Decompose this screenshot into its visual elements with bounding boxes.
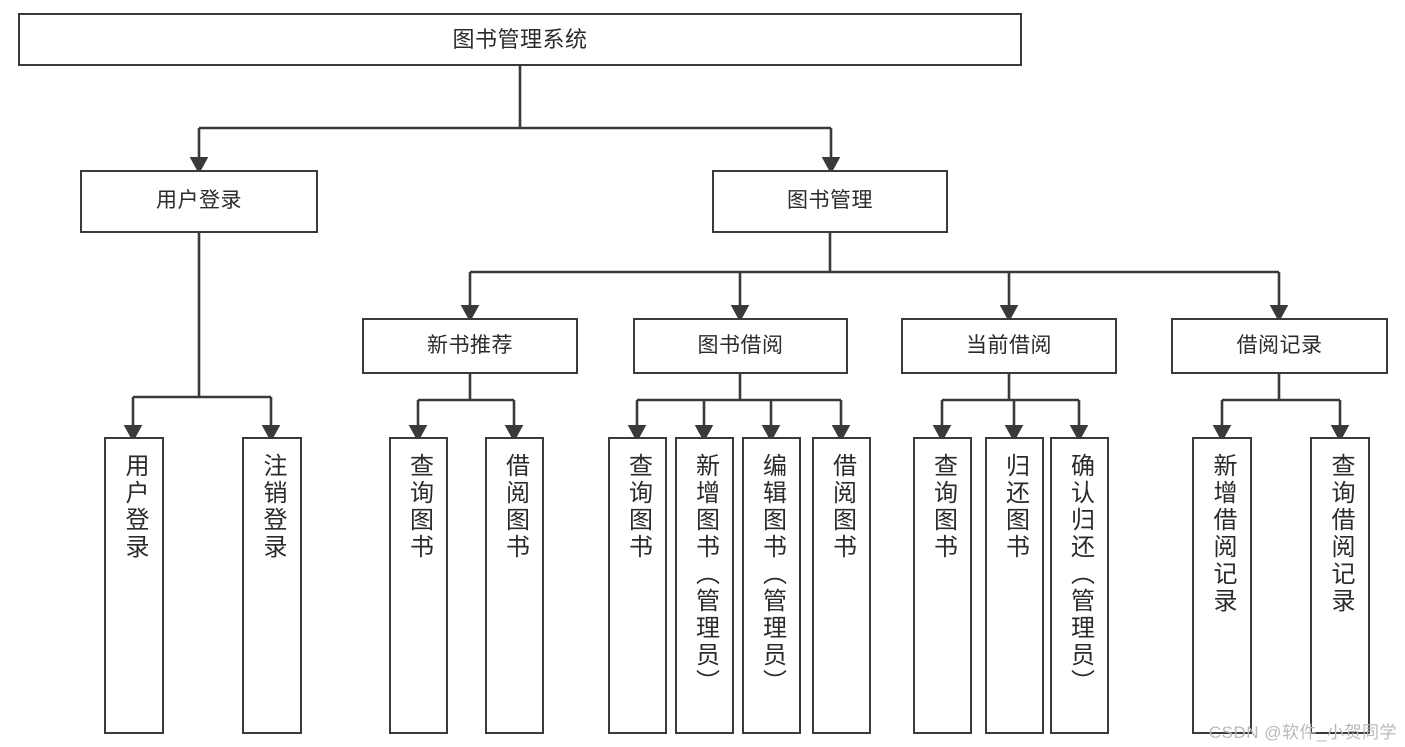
node-label: 归还图书 [1001, 453, 1029, 561]
leaf-add-book-admin[interactable]: 新增图书（管理员） [675, 437, 734, 734]
node-label: 图书借阅 [697, 333, 784, 357]
leaf-edit-book-admin[interactable]: 编辑图书（管理员） [742, 437, 801, 734]
leaf-add-borrow-record[interactable]: 新增借阅记录 [1192, 437, 1252, 734]
csdn-watermark: CSDN @软件_小贺同学 [1208, 723, 1397, 742]
node-label: 新书推荐 [427, 333, 513, 357]
node-label: 查询图书 [405, 453, 433, 561]
node-label: 图书管理系统 [452, 26, 588, 52]
node-label: 借阅记录 [1236, 333, 1323, 357]
node-label: 当前借阅 [966, 333, 1052, 357]
leaf-query-borrow-record[interactable]: 查询借阅记录 [1310, 437, 1370, 734]
node-label: 查询图书 [929, 453, 957, 561]
node-label: 用户登录 [121, 453, 148, 561]
leaf-query-book-borrow[interactable]: 查询图书 [608, 437, 667, 734]
leaf-borrow-book[interactable]: 借阅图书 [812, 437, 871, 734]
node-book-management[interactable]: 图书管理 [712, 170, 948, 233]
node-label: 借阅图书 [828, 453, 856, 561]
leaf-return-book[interactable]: 归还图书 [985, 437, 1044, 734]
node-label: 查询图书 [624, 453, 652, 561]
leaf-query-book-recommend[interactable]: 查询图书 [389, 437, 448, 734]
leaf-borrow-book-recommend[interactable]: 借阅图书 [485, 437, 544, 734]
node-label: 新增图书（管理员） [691, 453, 719, 696]
node-label: 确认归还（管理员） [1066, 453, 1094, 696]
node-label: 新增借阅记录 [1209, 453, 1236, 615]
leaf-confirm-return-admin[interactable]: 确认归还（管理员） [1050, 437, 1109, 734]
node-borrow-record[interactable]: 借阅记录 [1171, 318, 1388, 374]
node-label: 借阅图书 [501, 453, 529, 561]
node-user-login[interactable]: 用户登录 [80, 170, 318, 233]
node-root-system[interactable]: 图书管理系统 [18, 13, 1022, 66]
node-label: 图书管理 [787, 189, 873, 213]
node-book-borrow[interactable]: 图书借阅 [633, 318, 848, 374]
node-current-borrow[interactable]: 当前借阅 [901, 318, 1117, 374]
leaf-logout[interactable]: 注销登录 [242, 437, 302, 734]
node-new-book-recommend[interactable]: 新书推荐 [362, 318, 578, 374]
node-label: 注销登录 [259, 453, 286, 561]
leaf-user-login[interactable]: 用户登录 [104, 437, 164, 734]
node-label: 编辑图书（管理员） [758, 453, 786, 696]
node-label: 用户登录 [156, 189, 242, 213]
leaf-query-book-current[interactable]: 查询图书 [913, 437, 972, 734]
node-label: 查询借阅记录 [1327, 453, 1354, 615]
